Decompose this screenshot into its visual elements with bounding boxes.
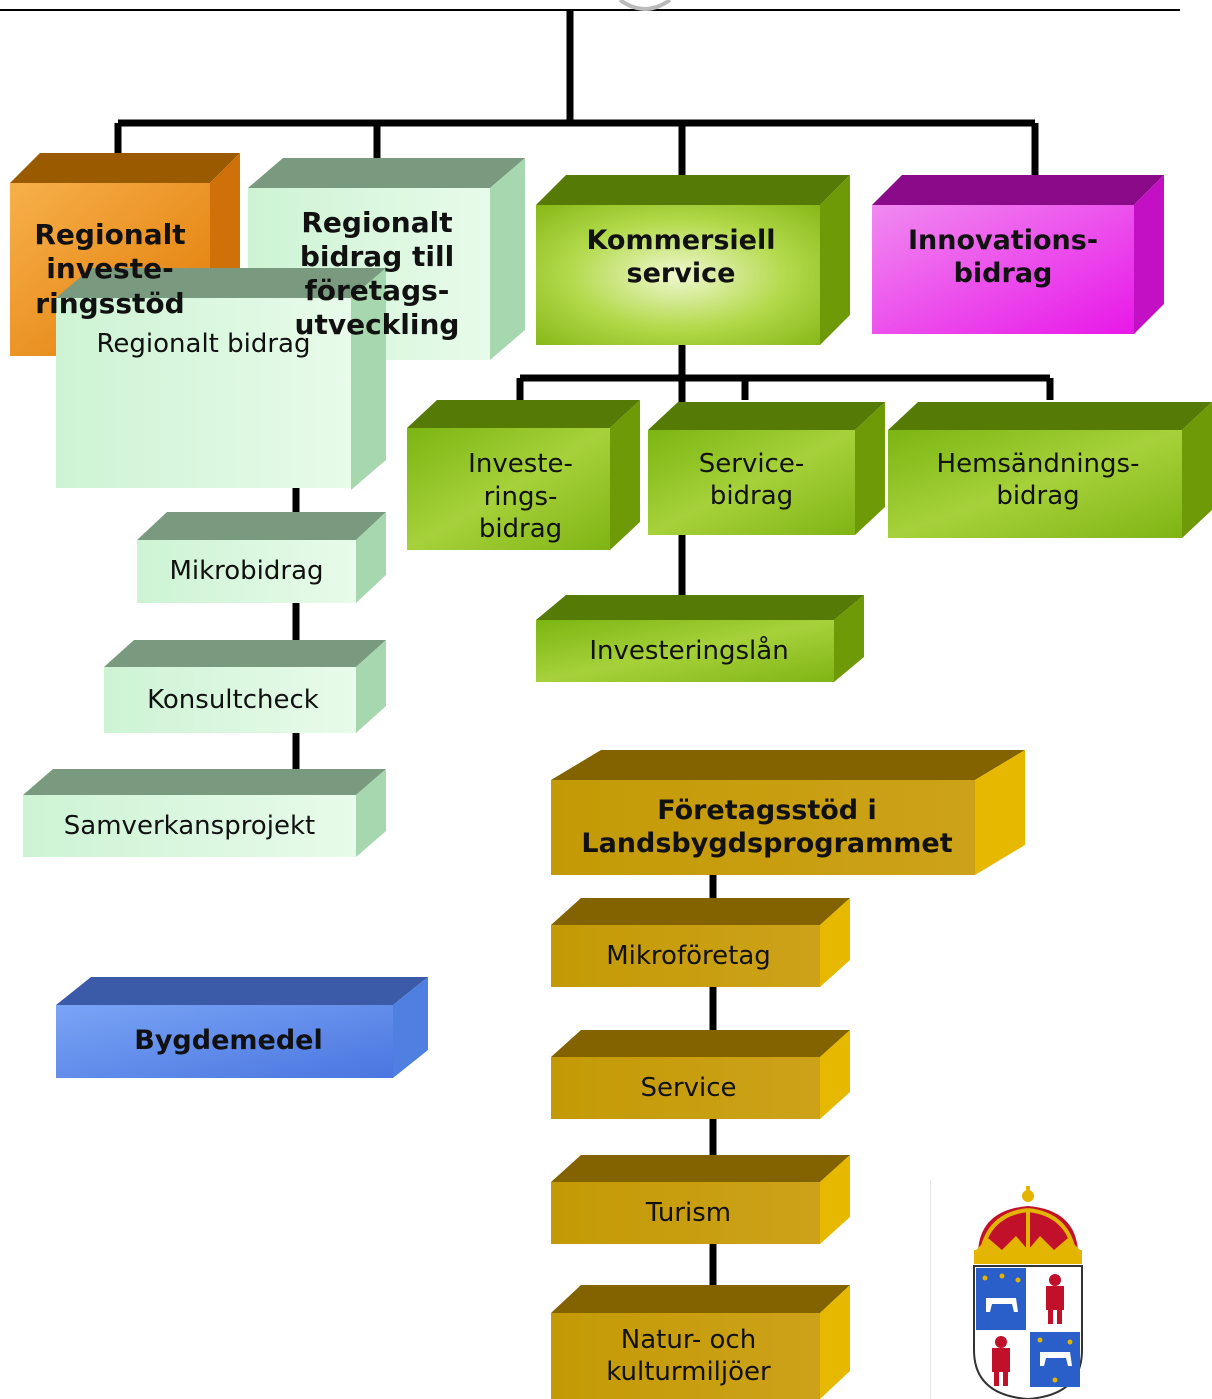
node-mikroforetag bbox=[551, 898, 850, 987]
label-service: Service bbox=[640, 1072, 737, 1103]
label-regionalt-bidrag-foretagsutveckling: Regionalt bidrag till företags- utveckli… bbox=[294, 205, 460, 342]
node-bygdemedel bbox=[56, 977, 428, 1078]
label-hemsandningsbidrag: Hemsändnings- bidrag bbox=[936, 448, 1140, 512]
label-regionalt-investeringsstod: Regionalt investe- ringsstöd bbox=[34, 218, 186, 320]
label-mikroforetag: Mikroföretag bbox=[606, 940, 771, 971]
node-kommersiell-service bbox=[536, 175, 850, 345]
label-servicebidrag: Service- bidrag bbox=[698, 448, 805, 512]
node-service bbox=[551, 1030, 850, 1119]
node-servicebidrag bbox=[648, 402, 885, 535]
label-kommersiell-service: Kommersiell service bbox=[586, 224, 776, 289]
label-bygdemedel: Bygdemedel bbox=[134, 1025, 323, 1057]
node-konsultcheck bbox=[104, 640, 386, 733]
node-mikrobidrag bbox=[137, 512, 386, 603]
node-investeringslan bbox=[536, 595, 864, 682]
label-regionalt-bidrag: Regionalt bidrag bbox=[96, 328, 311, 359]
label-samverkansprojekt: Samverkansprojekt bbox=[63, 810, 316, 841]
node-foretagsstod-landsbygd bbox=[551, 750, 1025, 875]
node-investeringsbidrag bbox=[407, 400, 640, 550]
label-turism: Turism bbox=[645, 1197, 732, 1228]
top-ornament bbox=[618, 0, 672, 11]
node-innovationsbidrag bbox=[872, 175, 1164, 334]
node-natur-kulturmiljoer bbox=[551, 1285, 850, 1399]
label-foretagsstod-landsbygd: Företagsstöd i Landsbygdsprogrammet bbox=[581, 794, 953, 859]
node-turism bbox=[551, 1155, 850, 1244]
node-regionalt-bidrag bbox=[56, 268, 386, 490]
label-mikrobidrag: Mikrobidrag bbox=[169, 556, 324, 587]
label-investeringslan: Investeringslån bbox=[589, 635, 789, 666]
label-investeringsbidrag: Investe- rings- bidrag bbox=[468, 449, 573, 545]
label-konsultcheck: Konsultcheck bbox=[147, 684, 319, 715]
node-hemsandningsbidrag bbox=[888, 402, 1212, 538]
county-coat-of-arms-icon bbox=[930, 1180, 1083, 1399]
label-innovationsbidrag: Innovations- bidrag bbox=[907, 224, 1099, 289]
label-natur-kulturmiljoer: Natur- och kulturmiljöer bbox=[606, 1324, 771, 1388]
node-samverkansprojekt bbox=[23, 769, 386, 857]
